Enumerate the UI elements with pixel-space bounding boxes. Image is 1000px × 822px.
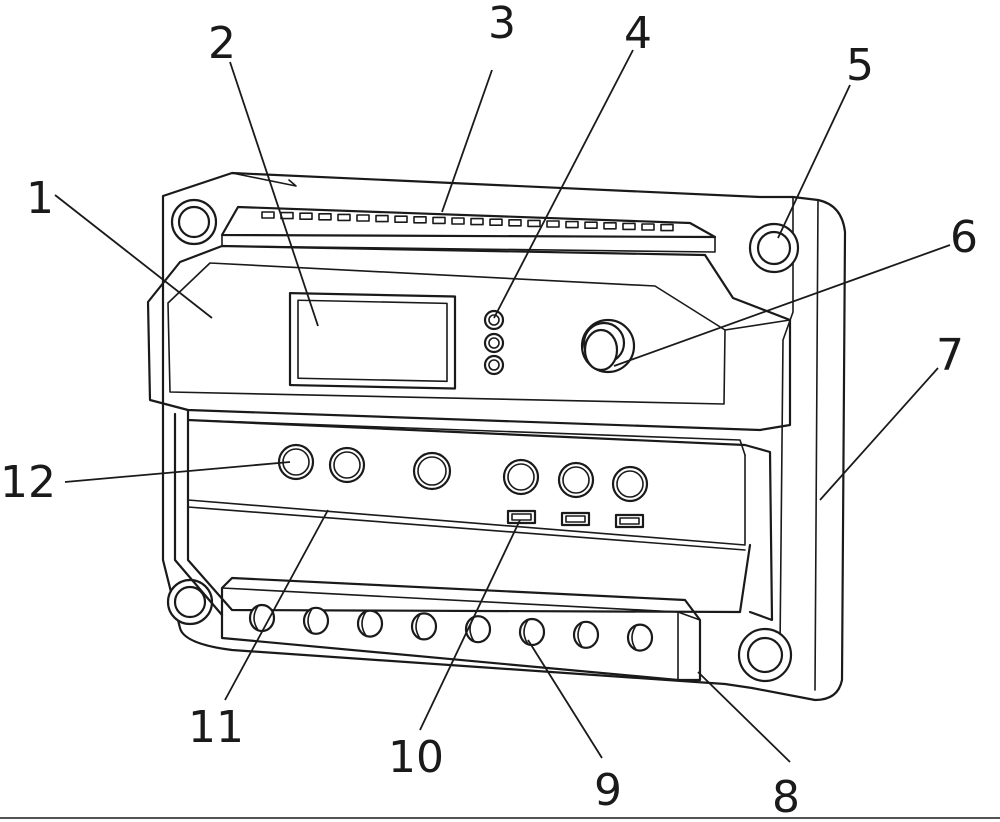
usb-port-3 xyxy=(614,513,645,529)
vent-slot xyxy=(356,214,370,222)
terminal-hole xyxy=(356,609,384,638)
label-4: 4 xyxy=(624,8,652,59)
terminal-hole xyxy=(626,623,654,652)
label-7: 7 xyxy=(936,330,964,381)
usb-port-1 xyxy=(506,509,537,525)
round-port xyxy=(277,443,315,481)
round-port xyxy=(611,465,649,503)
vent-slot xyxy=(413,216,427,224)
terminal-hole xyxy=(464,615,492,644)
vent-slot xyxy=(432,216,446,225)
vent-slot xyxy=(546,220,560,228)
led-2 xyxy=(483,332,505,354)
leader-1 xyxy=(54,194,213,319)
label-10: 10 xyxy=(388,732,444,783)
leader-9 xyxy=(527,639,603,759)
label-8: 8 xyxy=(772,772,800,822)
label-9: 9 xyxy=(594,765,622,816)
leader-10 xyxy=(419,519,521,731)
leader-12 xyxy=(64,461,291,483)
control-knob xyxy=(580,318,636,374)
mounting-holes xyxy=(166,198,800,683)
vent-slot xyxy=(489,218,503,226)
vent-slot xyxy=(470,217,484,226)
vent-slot xyxy=(527,219,541,228)
label-12: 12 xyxy=(0,457,56,508)
leader-6 xyxy=(613,244,951,367)
vent-slot xyxy=(394,215,408,223)
lcd-display xyxy=(288,291,457,390)
vent-slot xyxy=(660,223,674,232)
vent-slot xyxy=(641,223,655,231)
indicator-leds xyxy=(483,309,505,376)
vent-slot xyxy=(622,222,636,231)
leader-11 xyxy=(224,509,329,701)
label-1: 1 xyxy=(26,173,54,224)
round-ports xyxy=(277,443,649,503)
usb-port-2 xyxy=(560,511,591,527)
leader-4 xyxy=(493,49,634,319)
terminal-hole xyxy=(302,606,330,635)
round-port xyxy=(412,451,452,491)
leader-lines xyxy=(54,49,951,763)
vent-slot xyxy=(565,220,579,229)
leader-7 xyxy=(819,367,939,501)
vent-slot xyxy=(584,221,598,229)
round-port xyxy=(557,461,595,499)
leader-3 xyxy=(441,69,493,213)
vent-slot xyxy=(299,212,313,220)
leader-5 xyxy=(777,84,851,239)
vent-slot xyxy=(337,213,351,222)
vent-slot xyxy=(603,222,617,230)
reference-numerals: 1 2 3 4 5 6 7 8 9 10 11 12 xyxy=(0,0,978,822)
round-port xyxy=(328,446,366,484)
label-6: 6 xyxy=(950,212,978,263)
terminal-hole xyxy=(518,617,546,647)
led-3 xyxy=(483,354,505,376)
leader-8 xyxy=(697,671,791,763)
label-11: 11 xyxy=(188,702,244,753)
terminal-hole xyxy=(572,620,600,649)
leader-2 xyxy=(229,61,319,327)
vent-slot xyxy=(261,211,275,219)
vent-slot xyxy=(318,213,332,221)
led-1 xyxy=(483,309,505,331)
label-3: 3 xyxy=(488,0,516,49)
front-panel xyxy=(146,244,792,432)
interface-section xyxy=(173,408,774,622)
vent-slot xyxy=(508,219,522,227)
label-2: 2 xyxy=(208,18,236,69)
usb-ports xyxy=(506,509,645,529)
round-port xyxy=(502,458,540,496)
vent-slot xyxy=(451,217,465,225)
vent-strip xyxy=(220,205,717,253)
terminal-hole xyxy=(410,612,438,641)
label-5: 5 xyxy=(846,40,874,91)
vent-slot xyxy=(375,214,389,223)
